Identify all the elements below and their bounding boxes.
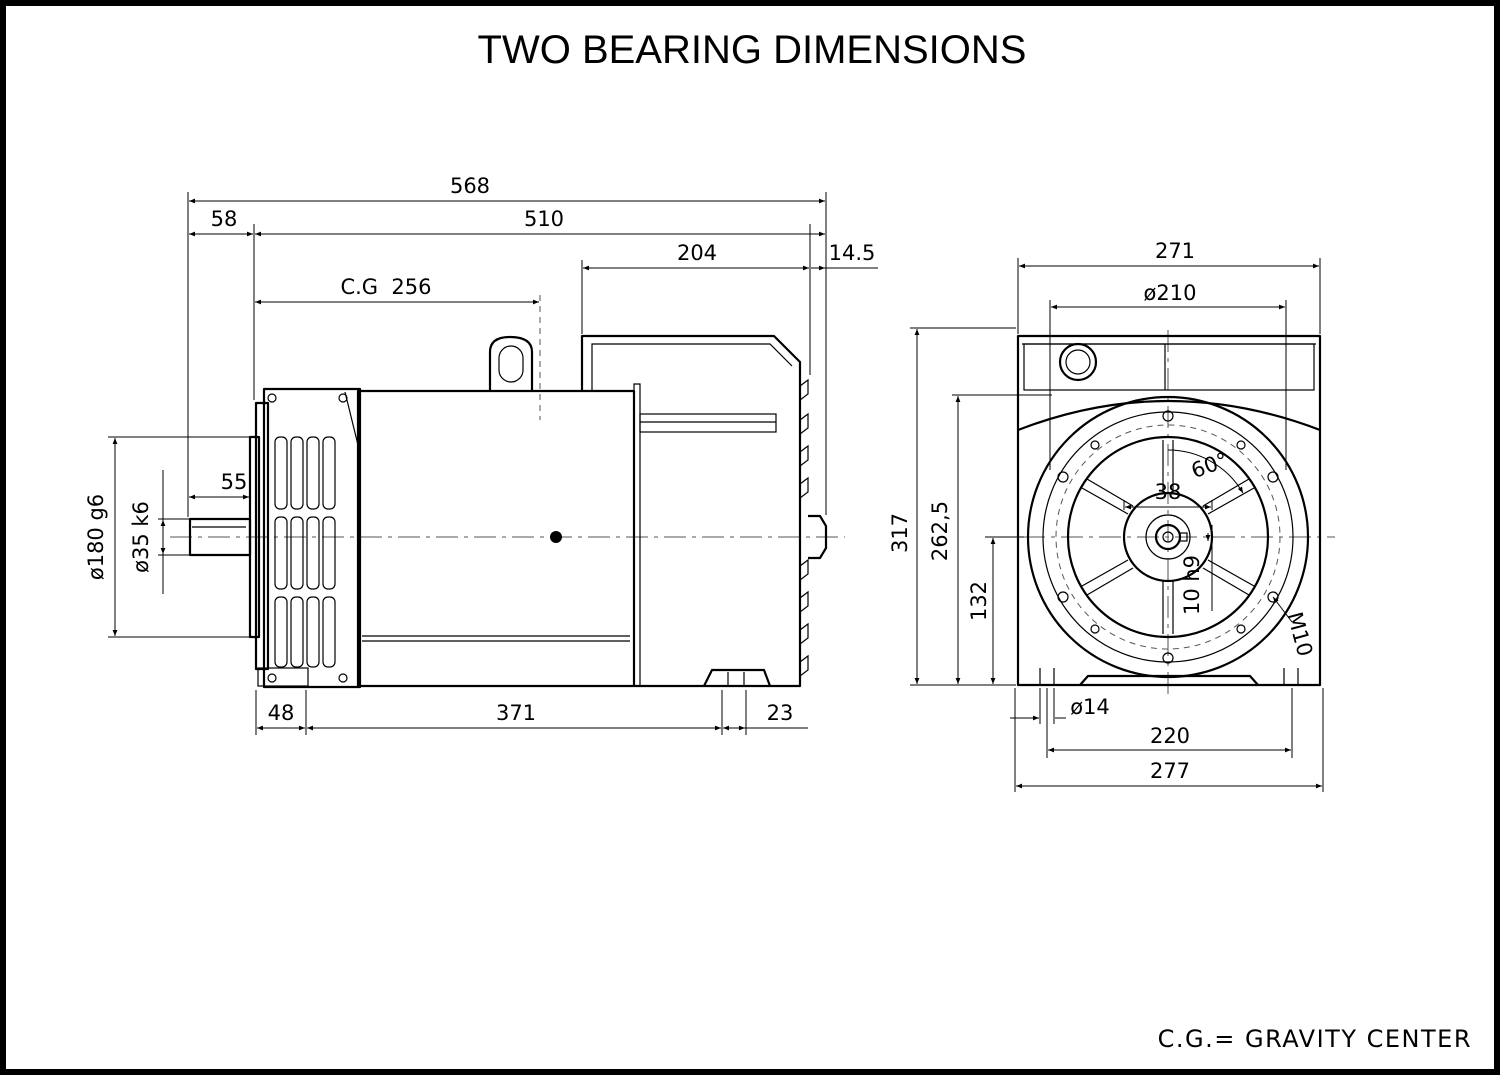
flange-pcd-circle bbox=[1055, 424, 1281, 650]
dim-foot-spacing: 371 bbox=[496, 701, 536, 725]
flange-ring-2 bbox=[1042, 411, 1294, 663]
dim-body-length: 510 bbox=[524, 207, 564, 231]
dim-rear-cover: 14.5 bbox=[829, 241, 876, 265]
cable-gland-inner bbox=[1065, 349, 1091, 375]
rear-bearing-cap bbox=[808, 514, 828, 560]
dim-foot-width: 23 bbox=[767, 701, 794, 725]
dim-shaft-diameter: ø35 k6 bbox=[129, 501, 153, 573]
end-view: 271 ø210 317 262,5 132 60° 38 10 h9 M10 … bbox=[888, 239, 1335, 792]
end-extension-lines bbox=[910, 258, 1324, 792]
front-bracket bbox=[254, 401, 270, 671]
cable-gland bbox=[1058, 342, 1098, 382]
shaft-key bbox=[1179, 532, 1188, 542]
flange-spokes bbox=[1081, 440, 1255, 634]
dim-rear-section: 204 bbox=[677, 241, 717, 265]
drawing-title: TWO BEARING DIMENSIONS bbox=[478, 28, 1027, 72]
terminal-box-end bbox=[1023, 343, 1315, 391]
dim-shaft-length: 55 bbox=[221, 470, 248, 494]
rear-cover-fins bbox=[799, 378, 809, 677]
shaft-end-center bbox=[1162, 531, 1174, 543]
dim-overall-length: 568 bbox=[450, 174, 490, 198]
dim-foot-hole: ø14 bbox=[1070, 695, 1110, 719]
dim-flange-offset: 58 bbox=[211, 207, 238, 231]
dim-shaft-height: 132 bbox=[967, 581, 991, 621]
dim-key-width: 10 h9 bbox=[1180, 555, 1204, 615]
lifting-eye-hole bbox=[498, 345, 524, 383]
front-foot bbox=[257, 667, 309, 687]
end-foot-holes bbox=[1039, 668, 1299, 685]
terminal-box bbox=[580, 334, 802, 688]
dim-overall-width: 271 bbox=[1155, 239, 1195, 263]
dim-pcd: ø210 bbox=[1144, 281, 1197, 305]
bolt-thread-leader bbox=[1272, 596, 1293, 623]
gravity-center-marker bbox=[550, 531, 562, 543]
end-housing bbox=[1016, 334, 1322, 687]
dim-gravity-center: C.G 256 bbox=[340, 275, 431, 299]
dim-key-height: 38 bbox=[1155, 480, 1182, 504]
dim-foot-front-offset: 48 bbox=[268, 701, 295, 725]
dim-height: 317 bbox=[888, 513, 912, 553]
bolt-angle-arc bbox=[1167, 449, 1244, 494]
fan-cover-slots bbox=[274, 391, 359, 668]
dim-spigot-diameter: ø180 g6 bbox=[84, 494, 108, 580]
fan-cover bbox=[262, 387, 362, 689]
dim-spigot-height: 262,5 bbox=[928, 501, 952, 561]
rear-foot bbox=[703, 668, 772, 687]
side-extension-lines bbox=[108, 192, 827, 735]
gravity-center-note: C.G.= GRAVITY CENTER bbox=[1158, 1025, 1472, 1053]
terminal-slot bbox=[639, 413, 777, 433]
side-dimension-lines bbox=[112, 198, 878, 731]
hub-ring-inner bbox=[1145, 514, 1191, 560]
flange-ring-3 bbox=[1066, 435, 1270, 639]
dim-bolt-angle: 60° bbox=[1188, 448, 1231, 483]
fan-cover-bolts bbox=[267, 393, 348, 683]
dim-foot-hole-spacing: 220 bbox=[1150, 724, 1190, 748]
stator-body bbox=[356, 389, 636, 688]
dim-bolt-thread: M10 bbox=[1282, 609, 1317, 659]
end-base bbox=[1079, 674, 1259, 686]
stator-arch bbox=[1017, 399, 1321, 432]
terminal-box-inner bbox=[591, 343, 793, 686]
front-flange bbox=[248, 435, 261, 639]
end-dimension-lines bbox=[914, 263, 1322, 789]
dim-base-width: 277 bbox=[1150, 759, 1190, 783]
side-view: 568 58 510 204 14.5 C.G 256 55 ø180 g6 ø… bbox=[84, 174, 878, 735]
lifting-eye bbox=[488, 335, 534, 391]
